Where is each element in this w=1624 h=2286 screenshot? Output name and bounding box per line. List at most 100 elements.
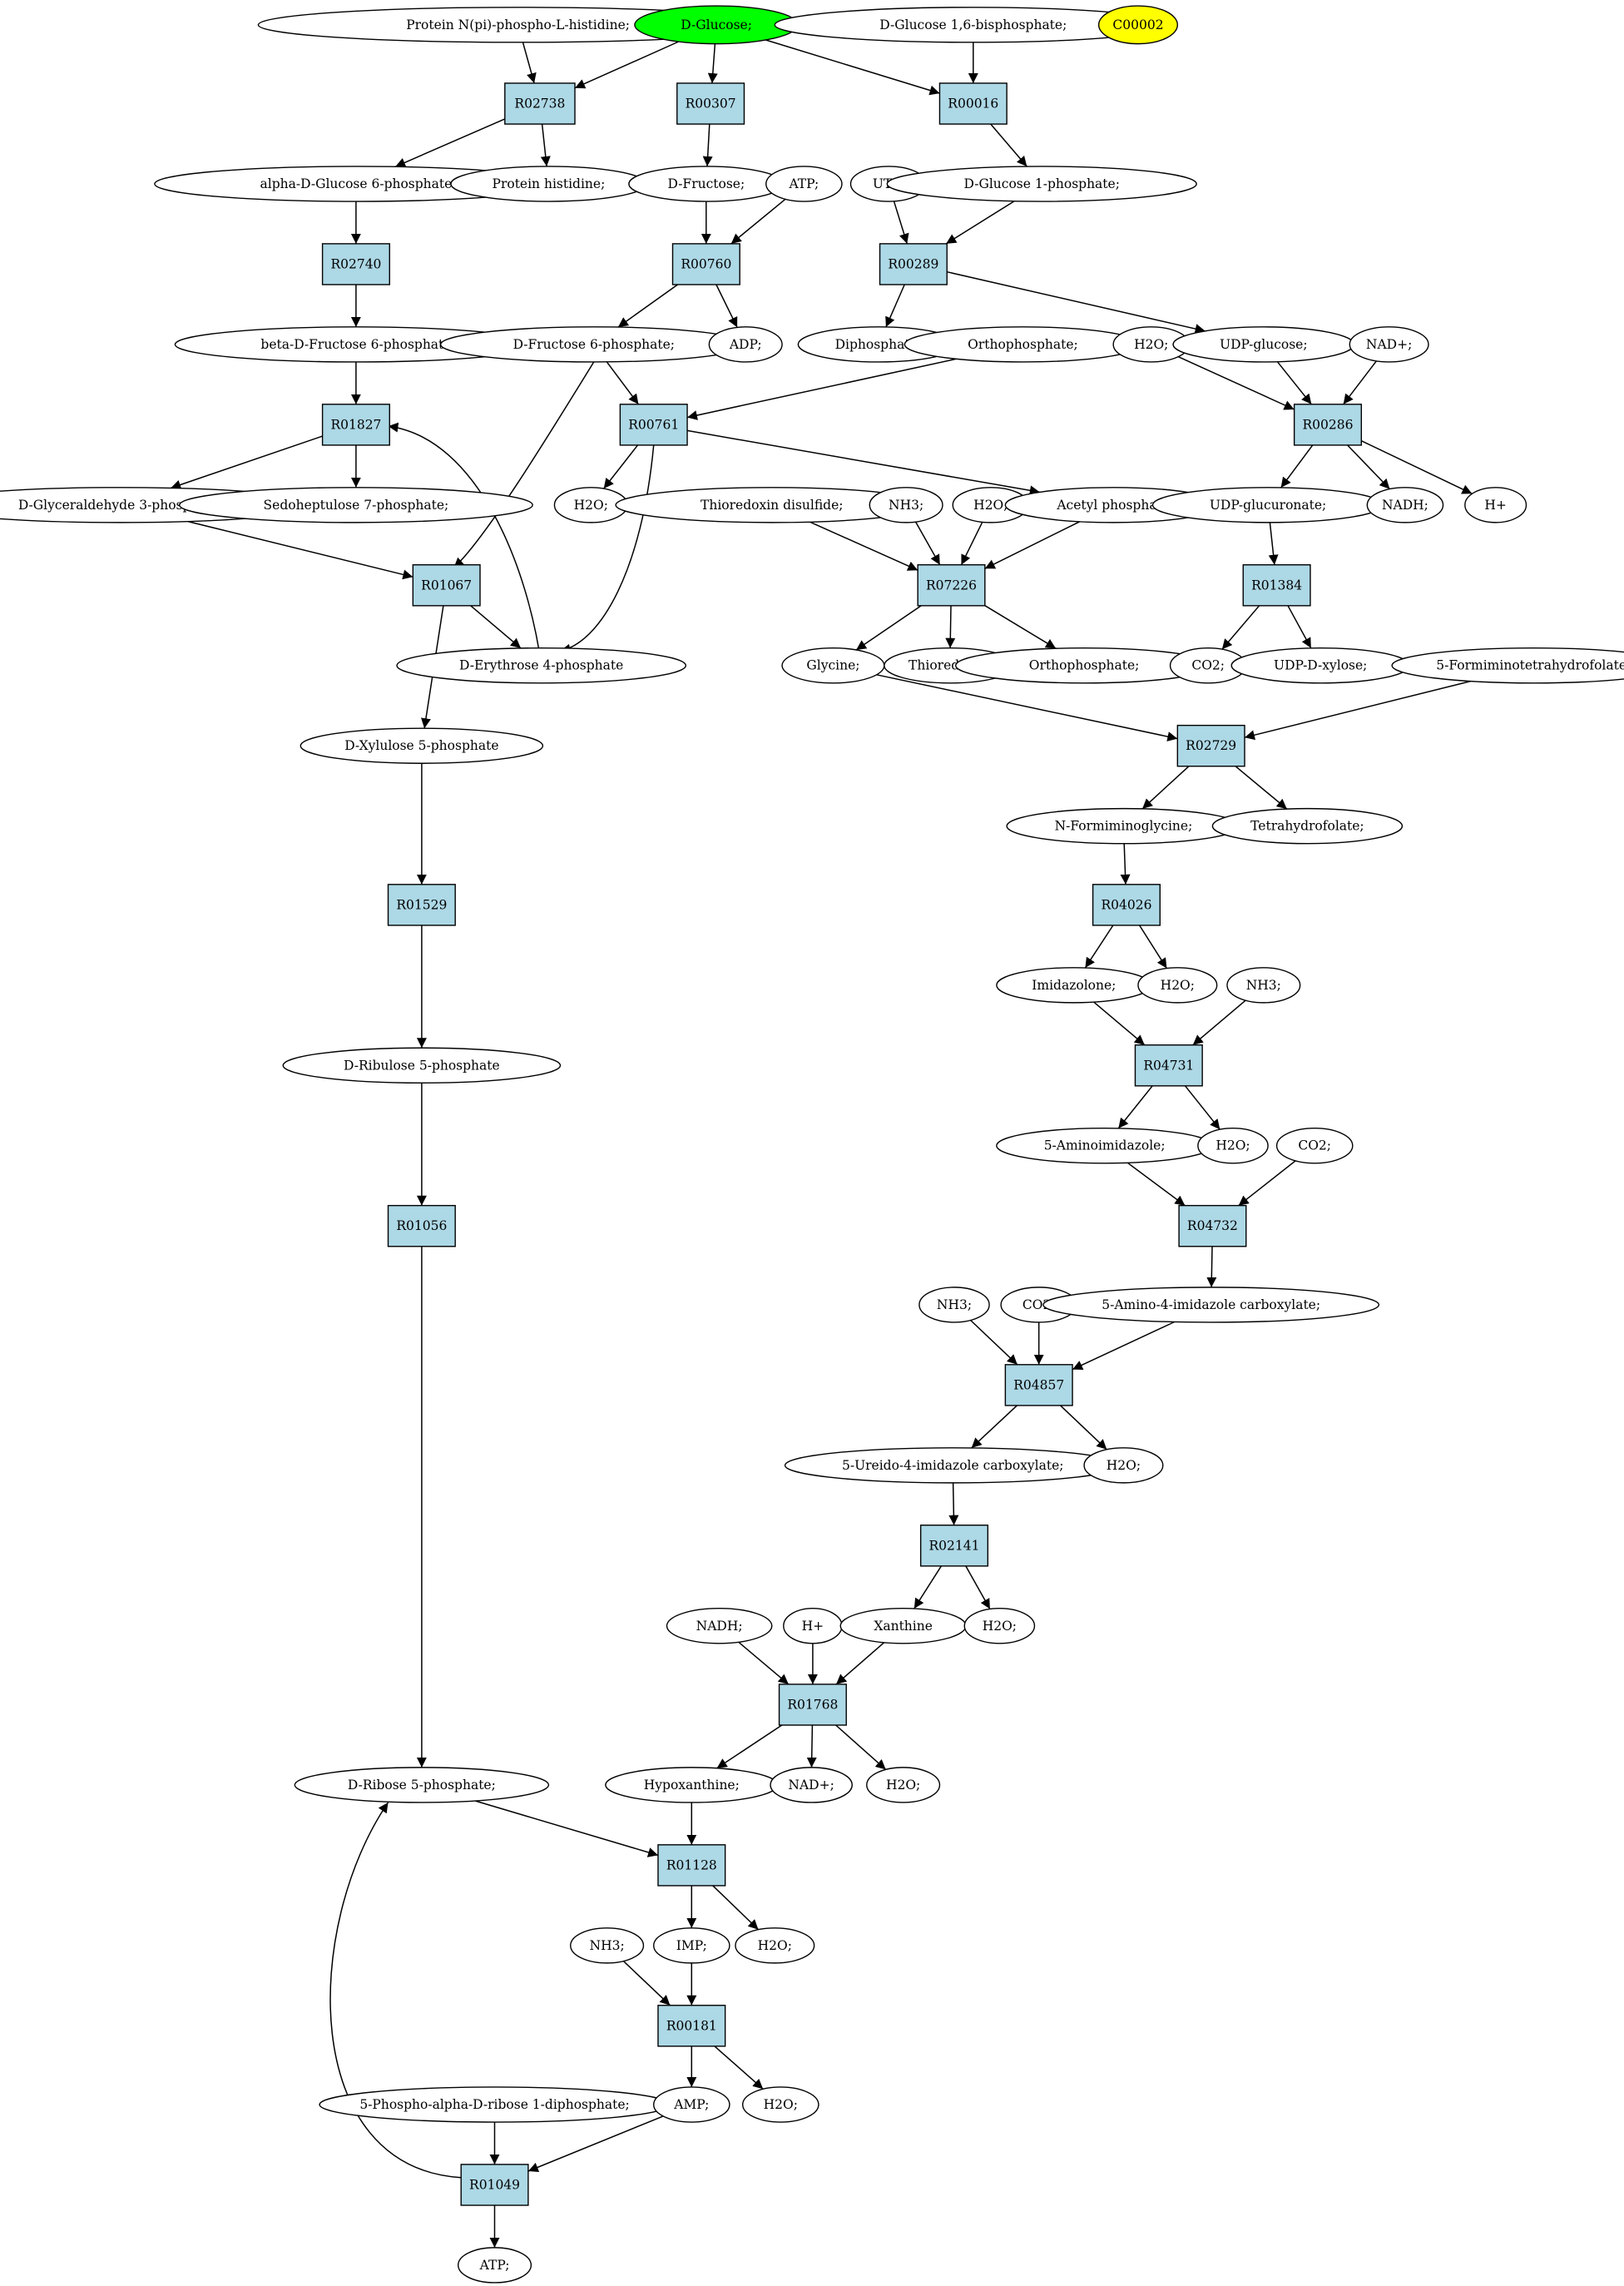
compound-node[interactable]: Xanthine [839,1608,967,1644]
reaction-node[interactable]: R01049 [460,2164,529,2206]
reaction-node[interactable]: R00181 [657,2005,726,2047]
compound-node[interactable]: D-Fructose 6-phosphate; [439,326,748,363]
compound-node[interactable]: IMP; [653,1927,730,1964]
compound-node[interactable]: beta-D-Fructose 6-phosphate [174,326,538,363]
compound-node[interactable]: Hypoxanthine; [605,1767,779,1803]
reaction-node[interactable]: R01529 [387,884,456,926]
reaction-node[interactable]: R00307 [676,82,745,125]
node-label: Imidazolone; [1032,978,1116,993]
compound-node[interactable]: D-Fructose; [628,166,785,202]
reaction-node[interactable]: R02740 [321,243,390,285]
compound-node[interactable]: D-Erythrose 4-phosphate [396,647,686,684]
compound-node[interactable]: NADH; [1366,487,1444,523]
compound-ellipse [1349,326,1429,363]
node-label: R01056 [396,1218,447,1233]
compound-node[interactable]: Thioredoxin disulfide; [615,487,929,523]
reaction-node[interactable]: R00760 [671,243,740,285]
compound-node[interactable]: D-Glucose 1-phosphate; [886,166,1197,202]
node-label: NH3; [1246,978,1281,993]
compound-node[interactable]: 5-Amino-4-imidazole carboxylate; [1042,1287,1380,1323]
compound-node[interactable]: NADH; [666,1608,773,1644]
compound-node[interactable]: CO2; [1169,647,1247,684]
edge-r18-to-n48 [1206,1246,1217,1287]
compound-node[interactable]: C00002 [1097,5,1179,45]
compound-node[interactable]: H2O; [952,487,1030,523]
node-label: Orthophosphate; [1029,658,1140,673]
reaction-node[interactable]: R07226 [917,564,986,607]
reaction-node[interactable]: R00286 [1293,404,1363,446]
reaction-box [1242,564,1311,607]
compound-node[interactable]: D-Glucose; [634,5,800,45]
reaction-node[interactable]: R01128 [657,1844,726,1887]
compound-node[interactable]: 5-Formiminotetrahydrofolate; [1391,647,1624,684]
reaction-node[interactable]: R04857 [1004,1364,1073,1406]
reaction-node[interactable]: R00289 [879,243,948,285]
compound-node[interactable]: H2O; [1197,1128,1269,1164]
reaction-node[interactable]: R04731 [1134,1044,1203,1087]
reaction-node[interactable]: R02729 [1176,724,1245,767]
compound-node[interactable]: 5-Phospho-alpha-D-ribose 1-diphosphate; [319,2086,671,2123]
compound-node[interactable]: UDP-D-xylose; [1230,647,1410,684]
compound-node[interactable]: H2O; [963,1608,1036,1644]
edge-n53-to-r21 [835,1642,885,1685]
compound-node[interactable]: Sedoheptulose 7-phosphate; [179,487,533,523]
node-label: 5-Amino-4-imidazole carboxylate; [1102,1297,1320,1312]
compound-node[interactable]: D-Ribose 5-phosphate; [294,1767,550,1803]
reaction-box [1092,884,1161,926]
node-label: R00016 [948,97,998,112]
compound-node[interactable]: D-Xylulose 5-phosphate [300,727,544,764]
compound-node[interactable]: NH3; [869,487,943,523]
reaction-node[interactable]: R01067 [412,564,481,607]
node-label: D-Ribulose 5-phosphate [344,1058,500,1073]
compound-ellipse [1083,1447,1164,1484]
compound-node[interactable]: H2O; [1112,326,1191,363]
compound-node[interactable]: N-Formiminoglycine; [1006,807,1241,845]
compound-node[interactable]: D-Glucose 1,6-bisphosphate; [774,7,1173,43]
compound-node[interactable]: H2O; [741,2086,819,2123]
compound-node[interactable]: H+ [1464,487,1527,523]
reaction-node[interactable]: R02141 [919,1525,989,1567]
compound-node[interactable]: ADP; [708,326,783,363]
compound-node[interactable]: H2O; [735,1927,815,1964]
compound-node[interactable]: Glycine; [781,647,885,684]
reaction-node[interactable]: R01768 [778,1684,847,1726]
compound-node[interactable]: H2O; [866,1767,941,1803]
compound-node[interactable]: Imidazolone; [996,967,1152,1004]
compound-node[interactable]: NH3; [918,1287,990,1323]
node-label: D-Glucose 1-phosphate; [964,176,1120,191]
compound-node[interactable]: CO2; [1275,1128,1354,1164]
compound-node[interactable]: 5-Aminoimidazole; [996,1128,1214,1164]
node-label: R02740 [330,256,381,271]
compound-node[interactable]: NH3; [1226,967,1301,1004]
compound-node[interactable]: Protein histidine; [450,166,647,202]
compound-node[interactable]: AMP; [653,2086,730,2123]
reaction-node[interactable]: R01384 [1242,564,1311,607]
compound-node[interactable]: NAD+; [770,1767,853,1803]
compound-node[interactable]: Tetrahydrofolate; [1211,807,1404,845]
reaction-node[interactable]: R04732 [1178,1204,1247,1247]
compound-node[interactable]: UDP-glucuronate; [1151,487,1384,523]
compound-node[interactable]: H2O; [1137,967,1218,1004]
reaction-node[interactable]: R00761 [619,404,688,446]
compound-node[interactable]: ATP; [765,166,843,202]
compound-node[interactable]: H2O; [1083,1447,1164,1484]
node-label: 5-Formiminotetrahydrofolate; [1436,658,1624,673]
edge-n48-to-r19 [1072,1321,1175,1371]
compound-node[interactable]: H+ [783,1608,843,1644]
compound-node[interactable]: NH3; [570,1927,645,1964]
node-label: NH3; [590,1938,625,1953]
reaction-node[interactable]: R01056 [387,1204,456,1247]
compound-ellipse [570,1927,645,1964]
reaction-node[interactable]: R00016 [938,82,1008,125]
compound-node[interactable]: UDP-glucose; [1172,326,1355,363]
reaction-node[interactable]: R02738 [504,82,576,125]
compound-node[interactable]: NAD+; [1349,326,1429,363]
edge-n30-to-r13 [876,674,1178,741]
compound-node[interactable]: H2O; [553,487,628,523]
compound-node[interactable]: D-Ribulose 5-phosphate [282,1047,562,1084]
compound-node[interactable]: ATP; [457,2247,532,2284]
reaction-node[interactable]: R04026 [1092,884,1161,926]
compound-node[interactable]: Orthophosphate; [904,326,1142,363]
reaction-node[interactable]: R01827 [321,404,390,446]
compound-node[interactable]: 5-Ureido-4-imidazole carboxylate; [784,1447,1121,1484]
